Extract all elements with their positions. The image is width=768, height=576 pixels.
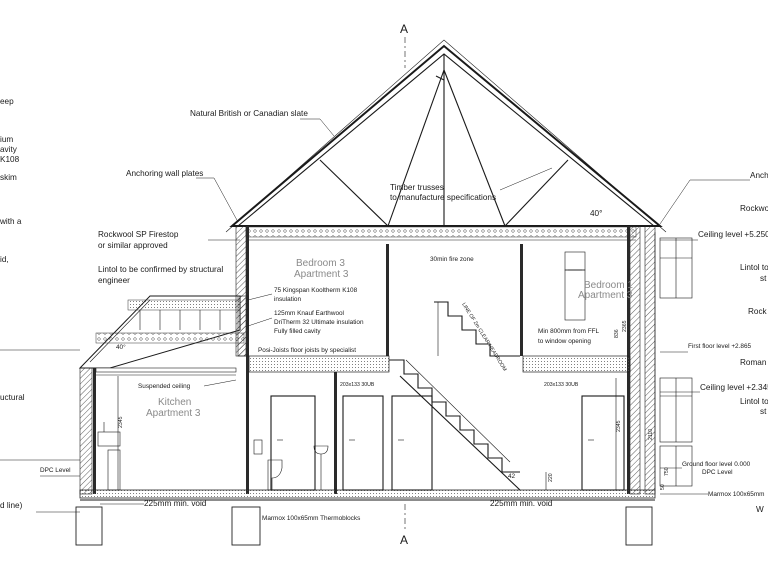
right-lintol-a-2: st xyxy=(760,274,767,283)
left-edge-notes: eep ium avity K108 skim with a id, uctur… xyxy=(0,97,80,513)
stair-angle-label: 42 xyxy=(508,473,516,480)
void-left-label: 225mm min. void xyxy=(144,499,207,508)
wall-plates-label: Anchoring wall plates xyxy=(126,169,203,178)
earthwool-label-3: Fully filled cavity xyxy=(274,328,321,335)
low-roof-angle: 40° xyxy=(116,343,126,351)
dim-2365: 2365 xyxy=(622,320,628,332)
section-marker-bottom: A xyxy=(400,504,408,547)
right-first-floor: First floor level +2.865 xyxy=(688,343,751,350)
left-single-storey-roof: 40° xyxy=(78,295,245,369)
lintol-label-1: Lintol to be confirmed by structural xyxy=(98,265,223,274)
left-fragment-7: uctural xyxy=(0,393,25,402)
ub-label-1: 203x133 30UB xyxy=(340,382,375,388)
right-w: W xyxy=(756,505,764,514)
left-fragment-9: d line) xyxy=(0,501,23,510)
void-right-label: 225mm min. void xyxy=(490,499,553,508)
dim-2345-left: 2345 xyxy=(118,416,124,428)
right-lintol-a-1: Lintol to xyxy=(740,263,768,272)
firestop-label-1: Rockwool SP Firestop xyxy=(98,230,179,239)
bedroom1-features xyxy=(564,237,693,487)
right-anch: Anch xyxy=(750,171,768,180)
left-fragment-0: eep xyxy=(0,97,14,106)
dim-2345-right: 2345 xyxy=(616,420,622,432)
left-fragment-2: avity xyxy=(0,145,18,154)
right-marmox: Marmox 100x65mm xyxy=(708,491,764,498)
suspended-ceiling-label: Suspended ceiling xyxy=(138,383,191,390)
headroom-label: LINE OF 2m CLEAR HEADROOM xyxy=(460,302,507,373)
right-lintol-b-2: st xyxy=(760,407,767,416)
upper-roof-angle: 40° xyxy=(590,209,602,218)
trusses-label-1: Timber trusses xyxy=(390,183,444,192)
dimensions: 2345 2345 2365 836 2110 750 220 50 xyxy=(117,320,670,490)
min-ffl-label-1: Min 800mm from FFL xyxy=(538,328,600,335)
right-ceiling-upper: Ceiling level +5.250 xyxy=(698,230,768,239)
section-letter-bottom: A xyxy=(400,533,408,547)
earthwool-label-2: DriTherm 32 Ultimate insulation xyxy=(274,319,364,326)
right-edge-notes: Anch Rockwo Ceiling level +5.250 Lintol … xyxy=(659,171,768,514)
right-rock: Rock xyxy=(748,307,768,316)
bedroom1-apartment: Apartment 3 xyxy=(578,290,633,301)
left-fragment-5: with a xyxy=(0,217,22,226)
right-lintol-b-1: Lintol to xyxy=(740,397,768,406)
floors xyxy=(75,355,656,546)
ub-label-2: 203x133 30UB xyxy=(544,382,579,388)
min-ffl-label-2: to window opening xyxy=(538,338,591,345)
bedroom1-name: Bedroom 1 xyxy=(584,280,633,291)
dim-750: 750 xyxy=(664,467,670,476)
trusses-label-2: to manufacture specifications xyxy=(390,193,496,202)
posi-joists-label: Posi-Joists floor joists by specialist xyxy=(258,347,356,354)
kooltherm-label-2: insulation xyxy=(274,296,301,303)
right-ceiling-lower: Ceiling level +2.345 xyxy=(700,383,768,392)
dpc-level-label: DPC Level xyxy=(40,467,71,474)
kitchen-name: Kitchen xyxy=(158,397,191,408)
firestop-label-2: or similar approved xyxy=(98,241,168,250)
kitchen-apartment: Apartment 3 xyxy=(146,408,201,419)
fire-zone-label: 30min fire zone xyxy=(430,256,474,263)
left-fragment-6: id, xyxy=(0,255,9,264)
right-dpc-level: DPC Level xyxy=(702,469,733,476)
left-fragment-3: K108 xyxy=(0,155,20,164)
slate-label: Natural British or Canadian slate xyxy=(190,109,308,118)
dim-50: 50 xyxy=(660,484,666,490)
earthwool-label-1: 125mm Knauf Earthwool xyxy=(274,310,344,317)
annotations: Natural British or Canadian slate Anchor… xyxy=(40,109,602,522)
bedroom3-apartment: Apartment 3 xyxy=(294,269,349,280)
room-labels: Bedroom 3 Apartment 3 Bedroom 1 Apartmen… xyxy=(146,258,633,419)
walls xyxy=(79,225,656,495)
kooltherm-label-1: 75 Kingspan Kooltherm K108 xyxy=(274,287,358,294)
bedroom3-name: Bedroom 3 xyxy=(296,258,345,269)
right-roman: Roman xyxy=(740,358,767,367)
left-fragment-1: ium xyxy=(0,135,13,144)
doors xyxy=(97,395,625,491)
dim-836: 836 xyxy=(614,329,620,338)
dim-2110: 2110 xyxy=(648,429,654,440)
thermoblocks-label: Marmox 100x65mm Thermoblocks xyxy=(262,515,360,522)
section-marker-top: A xyxy=(400,22,408,68)
section-letter-top: A xyxy=(400,22,408,36)
left-fragment-4: skim xyxy=(0,173,17,182)
right-rockwo: Rockwo xyxy=(740,204,768,213)
lintol-label-2: engineer xyxy=(98,276,130,285)
dim-220: 220 xyxy=(548,473,554,482)
right-ground-floor: Ground floor level 0.000 xyxy=(682,461,751,468)
